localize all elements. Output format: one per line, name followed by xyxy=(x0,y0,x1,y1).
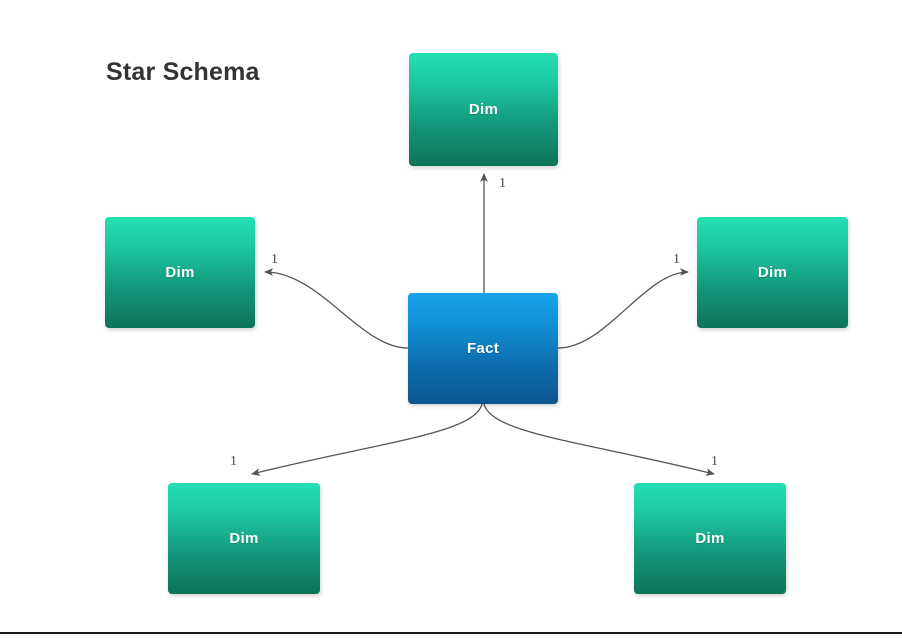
edge-line-right xyxy=(557,268,689,349)
bottom-divider xyxy=(0,632,902,634)
node-label: Fact xyxy=(466,340,500,357)
node-dim-top[interactable]: Dim xyxy=(409,53,558,166)
node-label: Dim xyxy=(695,530,725,547)
node-label: Dim xyxy=(165,264,195,281)
node-dim-left[interactable]: Dim xyxy=(105,217,255,328)
edge-line-bottom-right xyxy=(483,403,715,476)
node-fact[interactable]: Fact xyxy=(408,293,558,404)
node-label: Dim xyxy=(757,264,788,281)
edge-line-bottom-left xyxy=(251,403,483,476)
edge-fact-to-dim-bottom-right xyxy=(483,403,715,476)
node-dim-right[interactable]: Dim xyxy=(697,217,848,328)
node-dim-bottom-right[interactable]: Dim xyxy=(634,483,786,594)
edge-cardinality-label-right: 1 xyxy=(673,252,680,267)
node-label: Dim xyxy=(468,101,499,118)
edge-cardinality-label-bottom-right: 1 xyxy=(711,454,718,469)
page-title: Star Schema xyxy=(106,58,260,86)
edge-cardinality-label-top: 1 xyxy=(499,176,506,191)
edge-fact-to-dim-left xyxy=(264,268,409,349)
edge-fact-to-dim-right xyxy=(557,268,689,349)
edge-fact-to-dim-bottom-left xyxy=(251,403,483,476)
node-dim-bottom-left[interactable]: Dim xyxy=(168,483,320,594)
edge-cardinality-label-left: 1 xyxy=(271,252,278,267)
edge-cardinality-label-bottom-left: 1 xyxy=(230,454,237,469)
node-label: Dim xyxy=(229,530,259,547)
edge-line-left xyxy=(264,268,409,349)
